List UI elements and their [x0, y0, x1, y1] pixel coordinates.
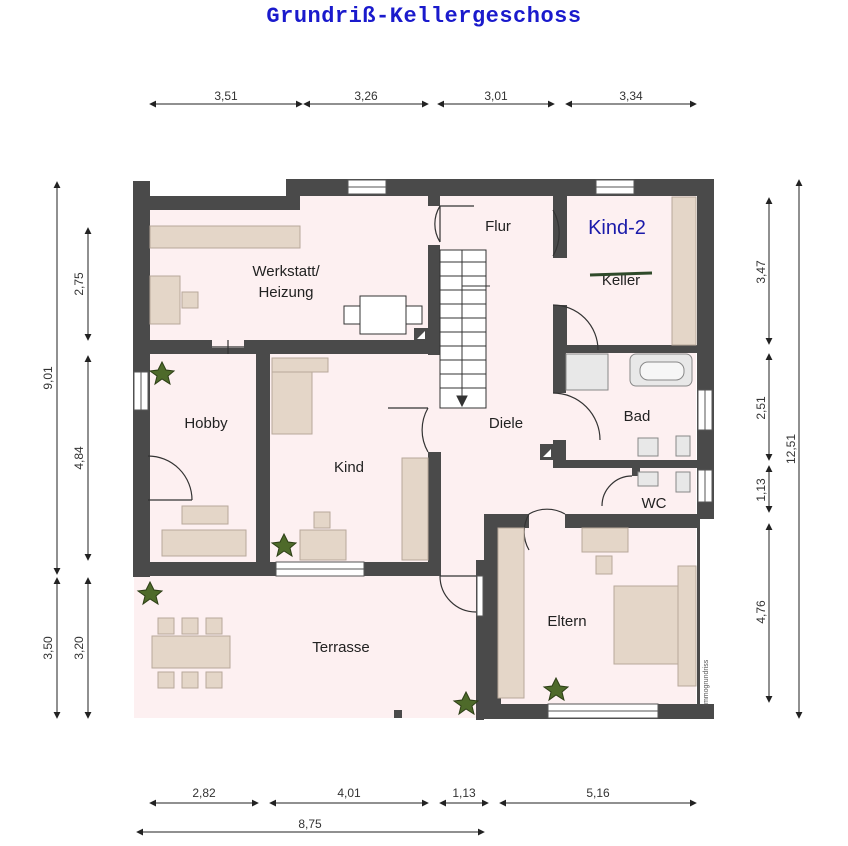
windows: [133, 179, 713, 719]
dim-right-inner-3: 1,13: [754, 478, 768, 502]
door-gaps: [212, 340, 244, 354]
dim-left-inner-1: 2,75: [72, 272, 86, 296]
chimney-markers: [417, 331, 551, 457]
room-label-bad: Bad: [624, 408, 651, 425]
room-label-keller: Keller: [602, 272, 640, 289]
dim-left-inner-3: 3,20: [72, 636, 86, 660]
room-label-hobby: Hobby: [184, 415, 228, 432]
dim-top-2: 3,26: [354, 89, 378, 103]
furniture: [149, 196, 697, 699]
dim-right-inner-4: 4,76: [754, 600, 768, 624]
dimension-lines: [53, 100, 803, 836]
dim-bottom-3: 1,13: [452, 786, 476, 800]
room-label-wc: WC: [642, 495, 667, 512]
plant-icons: [136, 360, 570, 716]
dim-right-inner-2: 2,51: [754, 396, 768, 420]
dim-top-4: 3,34: [619, 89, 643, 103]
bathroom-fixtures: [565, 353, 693, 493]
floor-areas: [134, 196, 696, 718]
room-label-terrasse: Terrasse: [312, 639, 370, 656]
staircase: [439, 249, 490, 409]
dim-bottom-2: 4,01: [337, 786, 361, 800]
room-label-werkstatt-2: Heizung: [258, 284, 313, 301]
room-label-werkstatt-1: Werkstatt/: [252, 263, 320, 280]
dim-top-3: 3,01: [484, 89, 508, 103]
room-label-kind-2: Kind-2: [588, 217, 646, 239]
room-label-flur: Flur: [485, 218, 511, 235]
dim-top-1: 3,51: [214, 89, 238, 103]
dim-right-total: 12,51: [784, 434, 798, 464]
dim-right-inner-1: 3,47: [754, 260, 768, 284]
dim-left-outer-1: 9,01: [41, 366, 55, 390]
room-label-kind: Kind: [334, 459, 364, 476]
strikethrough-mark: [589, 271, 653, 277]
dim-left-inner-2: 4,84: [72, 446, 86, 470]
dim-left-outer-2: 3,50: [41, 636, 55, 660]
dim-bottom-1: 2,82: [192, 786, 216, 800]
dim-bottom-4: 5,16: [586, 786, 610, 800]
page-title: Grundriß-Kellergeschoss: [266, 4, 582, 29]
watermark: Immogrundriss: [703, 659, 710, 706]
dim-bottom-total: 8,75: [298, 817, 322, 831]
workbench: [343, 295, 423, 335]
room-label-diele: Diele: [489, 415, 523, 432]
room-label-eltern: Eltern: [547, 613, 586, 630]
